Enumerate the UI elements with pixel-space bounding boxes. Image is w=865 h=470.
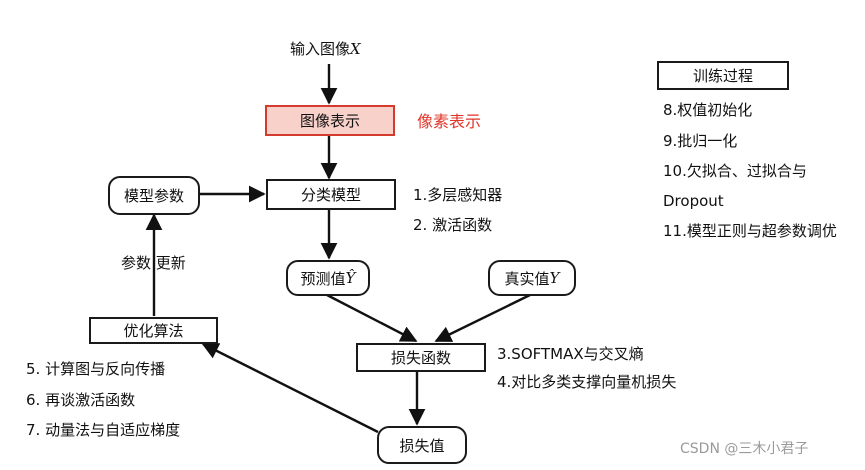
pixel-representation-box: 图像表示 — [265, 105, 395, 136]
training-item-2: 9.批归一化 — [663, 132, 738, 150]
watermark: CSDN @三木小君子 — [680, 441, 809, 457]
arrow-true-to-lossfn — [434, 293, 531, 343]
loss-function-box: 损失函数 — [356, 343, 486, 372]
optimizer-box: 优化算法 — [89, 317, 218, 344]
arrow-lossval-to-optimizer — [201, 342, 379, 434]
classifier-note-1: 1.多层感知器 — [413, 186, 503, 204]
loss-value-box: 损失值 — [377, 426, 467, 464]
classifier-box: 分类模型 — [266, 179, 396, 210]
optimizer-note-3: 7. 动量法与自适应梯度 — [26, 421, 181, 439]
training-item-1: 8.权值初始化 — [663, 101, 753, 119]
model-params-box: 模型参数 — [108, 176, 200, 215]
param-update-label: 参数 更新 — [121, 254, 186, 272]
training-item-4: Dropout — [663, 192, 724, 210]
arrow-pred-to-lossfn — [326, 293, 418, 343]
training-item-5: 11.模型正则与超参数调优 — [663, 222, 837, 240]
lossfn-note-1: 3.SOFTMAX与交叉熵 — [497, 345, 644, 363]
optimizer-note-2: 6. 再谈激活函数 — [26, 391, 136, 409]
lossfn-note-2: 4.对比多类支撑向量机损失 — [497, 373, 677, 391]
optimizer-note-1: 5. 计算图与反向传播 — [26, 360, 166, 378]
classifier-note-2: 2. 激活函数 — [413, 216, 493, 234]
training-process-title-box: 训练过程 — [657, 61, 789, 90]
input-label: 输入图像X — [290, 40, 361, 58]
pixel-note: 像素表示 — [417, 112, 482, 131]
training-item-3: 10.欠拟合、过拟合与 — [663, 162, 807, 180]
